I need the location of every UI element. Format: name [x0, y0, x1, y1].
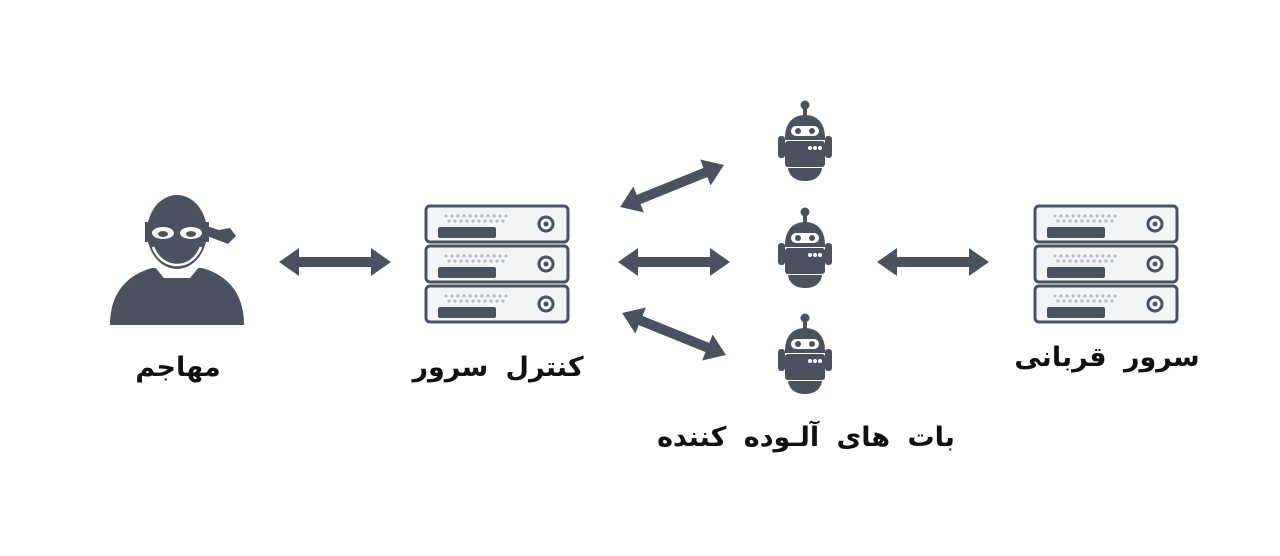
attacker-label: مهاجم — [135, 352, 221, 383]
victim-server-label: سرور قربانی — [1014, 342, 1200, 373]
arrow-control-bot-2 — [618, 248, 730, 276]
bots-label: بات های آلـوده کننده — [657, 422, 955, 453]
arrow-control-bot-1 — [614, 152, 730, 220]
control-server-icon — [426, 206, 568, 322]
control-server-label: کنترل سرور — [412, 352, 584, 383]
victim-server-icon — [1035, 206, 1177, 322]
masked-hacker-icon — [110, 195, 244, 325]
robot-icon — [778, 207, 832, 288]
arrow-attacker-control — [279, 248, 391, 276]
robot-icon — [778, 313, 832, 394]
robot-icon — [778, 100, 832, 181]
arrow-bots-victim — [877, 248, 989, 276]
arrow-control-bot-3 — [616, 300, 732, 368]
